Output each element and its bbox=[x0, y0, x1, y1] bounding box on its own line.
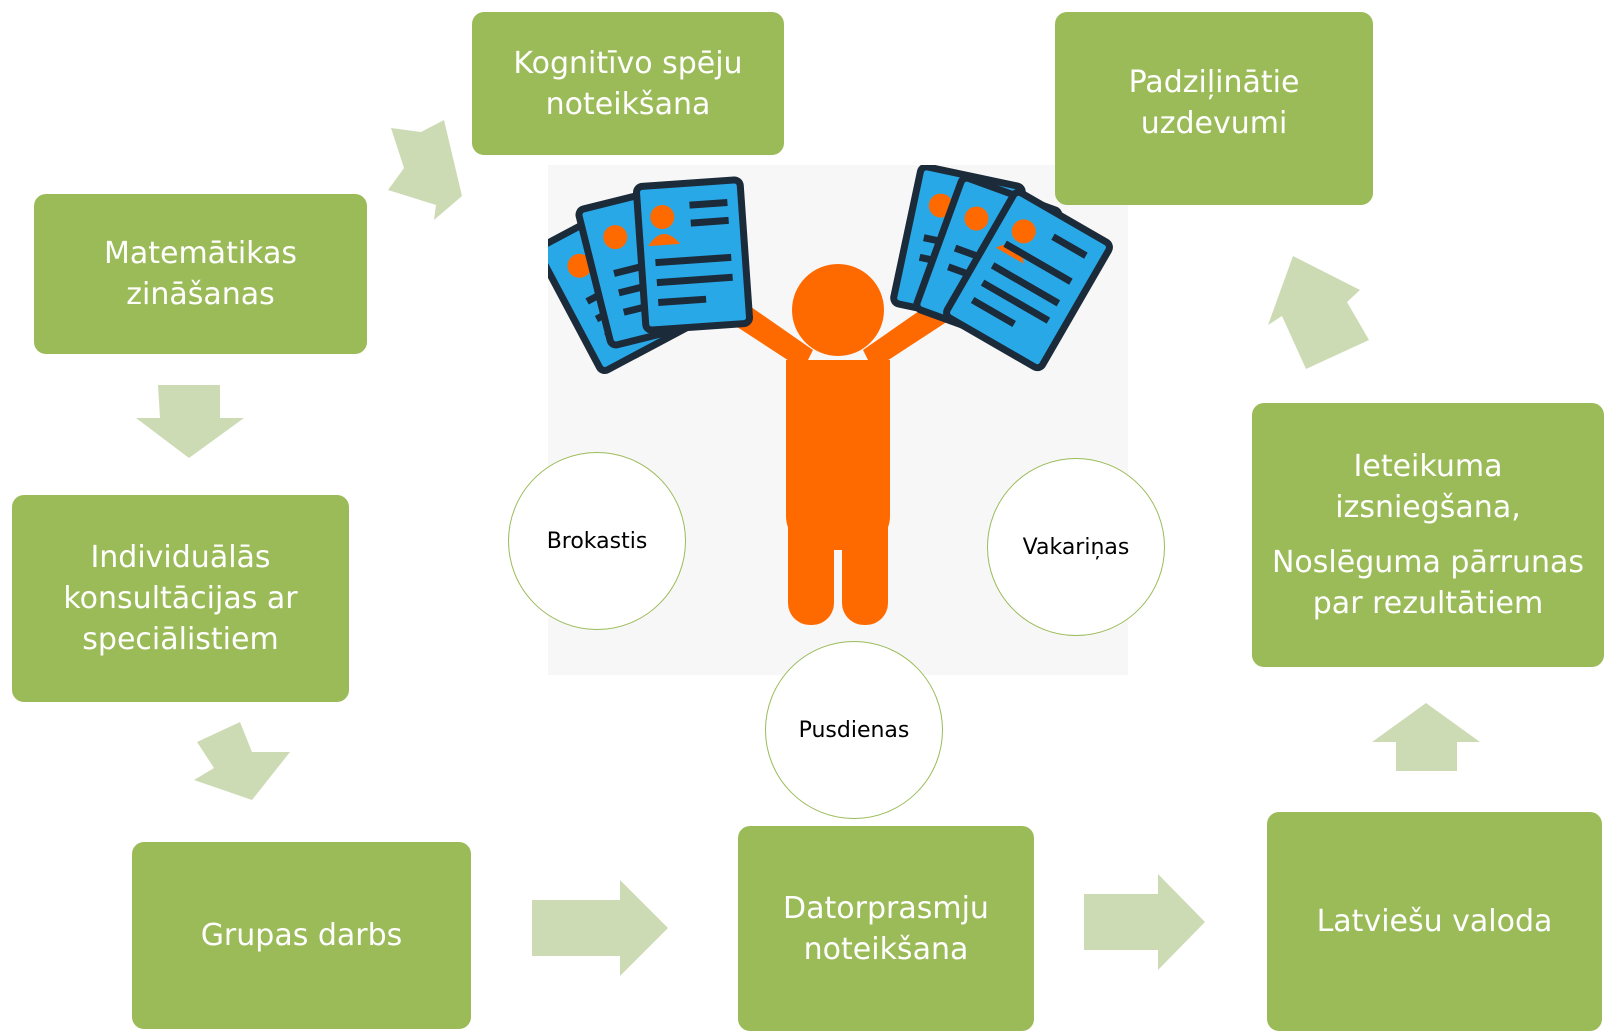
arrow-math-to-individual bbox=[136, 385, 244, 458]
meal-label: Pusdienas bbox=[798, 717, 910, 743]
step-group-work: Grupas darbs bbox=[132, 842, 471, 1029]
arrow-recommendation-to-advanced bbox=[1268, 256, 1369, 369]
step-latvian-language: Latviešu valoda bbox=[1267, 812, 1602, 1031]
step-text-line: par rezultātiem bbox=[1312, 586, 1544, 621]
step-text-line: konsultācijas ar bbox=[63, 581, 298, 616]
arrow-math-to-cognitive bbox=[388, 120, 462, 220]
step-text-line: noteikšana bbox=[545, 86, 711, 122]
meal-label: Vakariņas bbox=[1022, 534, 1130, 560]
arrow-group-to-computer bbox=[532, 880, 668, 976]
step-text-line: zināšanas bbox=[126, 277, 275, 312]
meal-breakfast: Brokastis bbox=[508, 452, 686, 630]
step-text-line: Latviešu valoda bbox=[1316, 904, 1553, 939]
step-cognitive-abilities: Kognitīvo spēju noteikšana bbox=[472, 12, 784, 155]
step-text-line: noteikšana bbox=[803, 931, 969, 967]
meal-lunch: Pusdienas bbox=[765, 641, 943, 819]
step-text-line: Individuālās bbox=[90, 540, 271, 575]
arrow-latvian-to-recommendation bbox=[1372, 703, 1480, 771]
step-recommendation: Ieteikuma izsniegšana, Noslēguma pārruna… bbox=[1252, 403, 1604, 667]
step-text-line: Matemātikas bbox=[103, 236, 298, 271]
step-individual-consultations: Individuālās konsultācijas ar speciālist… bbox=[12, 495, 349, 702]
step-text-line: Grupas darbs bbox=[200, 918, 403, 953]
step-text-line: speciālistiem bbox=[82, 622, 279, 657]
step-math-knowledge: Matemātikas zināšanas bbox=[34, 194, 367, 354]
step-advanced-tasks: Padziļinātie uzdevumi bbox=[1055, 12, 1373, 205]
step-text-line: Padziļinātie bbox=[1128, 64, 1300, 100]
step-text-line: izsniegšana, bbox=[1335, 490, 1521, 525]
step-text-line: Kognitīvo spēju bbox=[513, 45, 743, 81]
step-text-line: Ieteikuma bbox=[1353, 449, 1503, 484]
step-text-line: Noslēguma pārrunas bbox=[1271, 545, 1585, 580]
arrow-individual-to-group bbox=[194, 722, 290, 800]
meal-label: Brokastis bbox=[546, 528, 648, 554]
step-text-line: Datorprasmju bbox=[783, 890, 989, 926]
step-computer-skills: Datorprasmju noteikšana bbox=[738, 826, 1034, 1031]
arrow-computer-to-latvian bbox=[1084, 874, 1205, 970]
step-text-line: uzdevumi bbox=[1140, 105, 1288, 141]
meal-dinner: Vakariņas bbox=[987, 458, 1165, 636]
